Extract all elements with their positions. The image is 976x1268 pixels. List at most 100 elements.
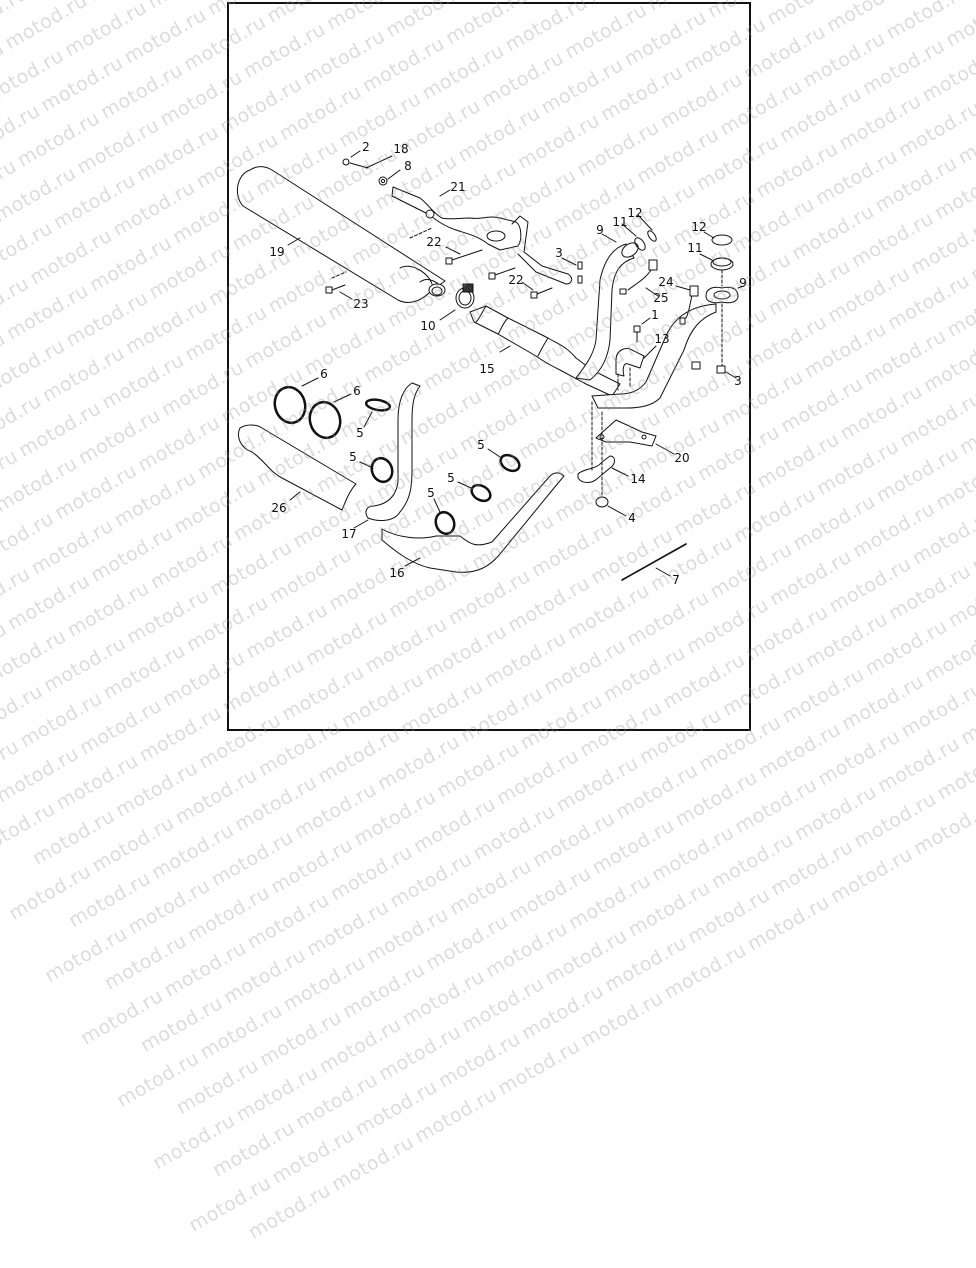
watermark-text: motod.ru: [624, 876, 715, 942]
watermark-text: motod.ru: [315, 1013, 406, 1079]
watermark-text: motod.ru: [375, 1020, 465, 1086]
watermark-text: motod.ru: [88, 812, 179, 877]
watermark-text: motod.ru: [850, 787, 941, 853]
watermark-text: motod.ru: [136, 992, 227, 1057]
watermark-text: motod.ru: [243, 888, 334, 954]
callout-label-6: 6: [353, 384, 361, 398]
callout-label-20: 20: [674, 451, 690, 465]
watermark-text: motod.ru: [124, 874, 215, 940]
watermark-text: motod.ru: [327, 1131, 418, 1196]
watermark-text: motod.ru: [290, 778, 381, 844]
cable-part-7: [621, 543, 687, 581]
callout-label-5: 5: [349, 450, 357, 464]
watermark-text: motod.ru: [314, 723, 405, 788]
watermark-text: motod.ru: [564, 869, 655, 935]
callout-label-3: 3: [734, 374, 742, 388]
watermark-text: motod.ru: [648, 821, 738, 887]
mounting-brackets-20-14-4: [577, 401, 675, 517]
watermark-text: motod.ru: [160, 936, 251, 1002]
rear-head-pipe-with-flange: [591, 231, 745, 409]
watermark-text: motod.ru: [183, 881, 274, 947]
muffler-part-19: [236, 166, 446, 303]
watermark-text: motod.ru: [64, 867, 155, 932]
callout-label-9: 9: [739, 276, 747, 290]
heat-shield-part-16: [381, 472, 565, 573]
watermark-text: motod.ru: [386, 848, 477, 913]
callout-label-12: 12: [627, 206, 643, 220]
callout-label-13: 13: [654, 332, 670, 346]
watermark-text: motod.ru: [362, 903, 453, 968]
callout-label-3: 3: [555, 246, 563, 260]
watermark-text: motod.ru: [207, 826, 298, 892]
watermark-text: motod.ru: [790, 780, 881, 846]
watermark-text: motod.ru: [767, 835, 858, 901]
watermark-text: motod.ru: [660, 939, 751, 1004]
watermark-text: motod.ru: [494, 1035, 585, 1100]
watermark-text: motod.ru: [826, 843, 917, 908]
mount-bracket-part-21: [342, 150, 573, 285]
watermark-text: motod.ru: [588, 814, 679, 880]
callout-label-14: 14: [630, 472, 646, 486]
watermark-text: motod.ru: [291, 1068, 382, 1134]
watermark-text: motod.ru: [422, 910, 513, 976]
callout-label-5: 5: [356, 426, 364, 440]
watermark-text: motod.ru: [28, 804, 119, 870]
callout-label-11: 11: [612, 215, 628, 229]
watermark-text: motod.ru: [814, 725, 905, 791]
watermark-text: motod.ru: [0, 742, 83, 808]
watermark-text: motod.ru: [52, 749, 143, 815]
watermark-text: motod.ru: [612, 759, 702, 824]
callout-label-5: 5: [447, 471, 455, 485]
watermark-text: motod.ru: [350, 785, 441, 851]
watermark-text: motod.ru: [147, 819, 238, 884]
callout-label-18: 18: [393, 142, 409, 156]
watermark-text: motod.ru: [434, 1027, 525, 1093]
watermark-text: motod.ru: [873, 732, 964, 798]
watermark-text: motod.ru: [398, 965, 489, 1031]
heat-shield-part-26: [238, 424, 357, 511]
watermark-text: motod.ru: [196, 999, 287, 1064]
watermark-text: motod.ru: [303, 896, 393, 961]
callout-label-8: 8: [404, 159, 412, 173]
watermark-text: motod.ru: [469, 800, 560, 865]
watermark-text: motod.ru: [41, 922, 132, 988]
watermark-text: motod.ru: [0, 797, 60, 863]
watermark-text: motod.ru: [77, 984, 168, 1050]
watermark-text: motod.ru: [684, 883, 774, 949]
callout-label-17: 17: [341, 527, 357, 541]
bolt-part-23: [325, 284, 353, 300]
watermark-text: motod.ru: [445, 855, 536, 920]
watermark-text: motod.ru: [172, 1054, 263, 1120]
watermark-text: motod.ru: [373, 730, 464, 796]
watermark-text: motod.ru: [409, 792, 500, 858]
watermark-text: motod.ru: [0, 735, 24, 801]
watermark-text: motod.ru: [5, 860, 96, 925]
callout-label-7: 7: [672, 573, 680, 587]
watermark-text: motod.ru: [707, 828, 798, 894]
callout-label-11: 11: [687, 241, 703, 255]
oxygen-sensor-parts-24-25: [619, 259, 699, 325]
callout-label-4: 4: [628, 511, 636, 525]
watermark-text: motod.ru: [433, 737, 524, 803]
watermark-text: motod.ru: [541, 924, 632, 990]
callout-label-15: 15: [479, 362, 495, 376]
watermark-text: motod.ru: [552, 752, 643, 817]
watermark-text: motod.ru: [351, 1075, 442, 1141]
front-head-pipe: [561, 214, 657, 381]
callout-label-5: 5: [477, 438, 485, 452]
callout-label-2: 2: [362, 140, 370, 154]
watermark-text: motod.ru: [528, 807, 619, 872]
watermark-text: motod.ru: [505, 862, 596, 928]
watermark-text: motod.ru: [671, 766, 762, 832]
watermark-text: motod.ru: [232, 1061, 323, 1127]
watermark-text: motod.ru: [481, 917, 572, 983]
heat-shield-part-17: [353, 382, 421, 529]
watermark-text: motod.ru: [208, 1116, 299, 1182]
clamps-part-6: [273, 377, 352, 440]
watermark-text: motod.ru: [113, 1047, 204, 1112]
watermark-text: motod.ru: [933, 739, 976, 805]
callout-label-19: 19: [269, 245, 285, 259]
callout-label-5: 5: [427, 486, 435, 500]
clamps-part-5: [359, 398, 521, 536]
watermark-text: motod.ru: [171, 764, 262, 829]
